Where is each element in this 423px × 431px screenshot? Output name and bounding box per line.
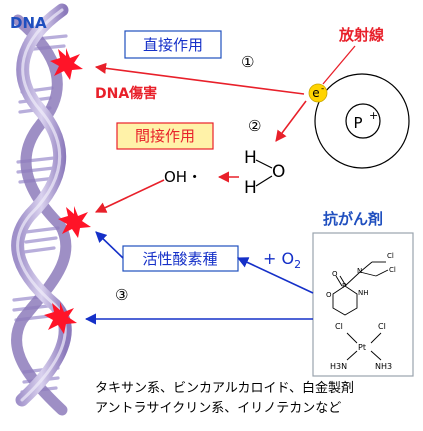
cyclo-p: P [342,282,346,290]
radiation-label: 放射線 [338,26,384,44]
electron-charge: - [321,84,324,94]
water-hydrogen-top: H [244,148,257,168]
indirect-action-box: 間接作用 [116,122,214,150]
radical-to-dna-arrow [94,179,165,213]
cyclo-o: O [332,270,338,278]
cisplatin-h3n: H3N [330,362,347,371]
cisplatin-nh3: NH3 [375,362,392,371]
atom-diagram: P + e - [308,73,410,169]
cyclo-cl-top: Cl [387,252,394,260]
electron-symbol: e [312,86,319,100]
proton-symbol: P [353,114,362,132]
step-one-marker: ① [241,53,254,71]
drug-examples-line1: タキサン系、ビンカアルカロイド、白金製剤 [95,380,354,396]
cyclo-o2: O [326,291,332,299]
radiation-to-water-arrow [275,100,307,142]
anticancer-label: 抗がん剤 [323,210,383,228]
oxygen-subscript: 2 [294,258,301,271]
proton-charge: + [369,109,378,122]
damage-burst-3 [44,302,77,334]
dna-back-strand [11,14,72,416]
cyclo-cl-right: Cl [389,266,396,274]
oxygen-to-dna-arrow [95,231,124,259]
drug-examples-line2: アントラサイクリン系、イリノテカンなど [95,401,341,416]
anticancer-structures-box: Cl Cl N O P NH O Cl Cl Pt H3N NH3 [312,232,414,377]
step-two-marker: ② [248,117,261,135]
damage-burst-1 [50,48,83,80]
indirect-action-label: 間接作用 [135,127,195,145]
damage-burst-2 [58,206,91,238]
electron-particle [308,83,328,103]
step-three-marker: ③ [115,286,128,304]
cisplatin-cl-right: Cl [378,322,386,331]
dna-damage-label: DNA傷害 [95,85,157,102]
water-oxygen: O [272,162,285,182]
cisplatin-cl-left: Cl [335,322,343,331]
cisplatin-structure: Cl Cl Pt H3N NH3 [330,322,392,371]
dna-title: DNA [10,14,47,32]
oxygen-label: + O2 [263,249,301,271]
drug-to-oxygen-arrow [236,257,314,294]
active-oxygen-label: 活性酸素種 [142,250,217,268]
cyclophosphamide-structure: Cl Cl N O P NH O [326,252,396,316]
oxygen-prefix: + O [263,249,294,268]
electron-orbit [314,73,410,169]
dna-helix [11,3,72,416]
radiation-pointer [322,45,356,85]
cisplatin-pt: Pt [358,343,366,352]
direct-action-box: 直接作用 [124,30,222,59]
hydroxyl-radical-label: OH・ [164,168,202,186]
water-molecule: H O H [244,148,285,198]
dna-front-strand-highlight [16,8,67,402]
cyclo-nh: NH [358,289,369,297]
proton-nucleus [345,103,381,139]
cyclo-n: N [357,267,362,275]
direct-action-label: 直接作用 [143,36,203,54]
direct-action-arrow [94,62,305,95]
active-oxygen-box: 活性酸素種 [122,245,239,272]
water-hydrogen-bottom: H [244,178,257,198]
